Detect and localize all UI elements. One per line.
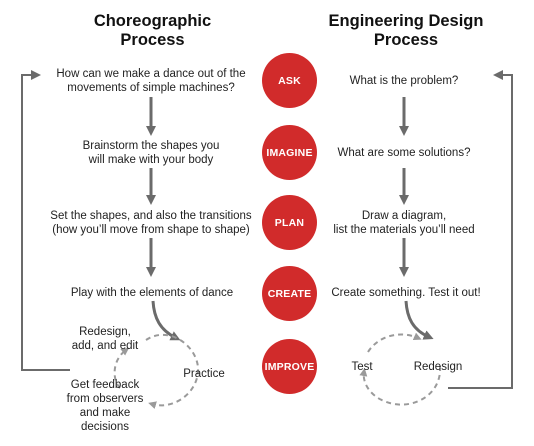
right-cycle-ring (359, 365, 442, 406)
right-step-create-text: Create something. Test it out! (331, 287, 481, 299)
left-step-imagine-text: Brainstorm the shapes you will make with… (82, 140, 220, 166)
step-plan-circle: PLAN (262, 195, 317, 250)
right-step-imagine-text: What are some solutions? (337, 147, 471, 159)
left-step-ask-text: How can we make a dance out of the movem… (56, 68, 246, 94)
left-cycle-ring-back (113, 347, 130, 389)
left-loop-arrow (21, 70, 70, 371)
left-step-plan-text: Set the shapes, and also the transitions… (50, 210, 252, 236)
step-create-circle: CREATE (262, 266, 317, 321)
right-loop-arrow (448, 70, 513, 389)
right-header: Engineering Design Process (328, 12, 484, 49)
right-cycle-redesign-text: Redesign (413, 361, 463, 373)
step-improve-circle: IMPROVE (262, 339, 317, 394)
left-step-create-text: Play with the elements of dance (70, 287, 234, 299)
step-imagine-circle: IMAGINE (262, 125, 317, 180)
right-cycle-test-text: Test (351, 361, 373, 373)
left-cycle-ring (145, 333, 200, 409)
right-cycle-ring-top (367, 332, 422, 353)
right-step-ask-text: What is the problem? (349, 75, 459, 87)
left-cycle-redesign-text: Redesign, add, and edit (71, 326, 139, 352)
step-ask-circle: ASK (262, 53, 317, 108)
left-header: Choreographic Process (93, 12, 212, 49)
right-step-plan-text: Draw a diagram, list the materials you’l… (333, 210, 475, 236)
right-arrow-create-cycle (404, 300, 434, 340)
left-arrow-create-cycle (151, 300, 181, 341)
left-cycle-practice-text: Practice (183, 368, 225, 380)
left-cycle-feedback-text: Get feedback from observers and make dec… (66, 379, 144, 433)
